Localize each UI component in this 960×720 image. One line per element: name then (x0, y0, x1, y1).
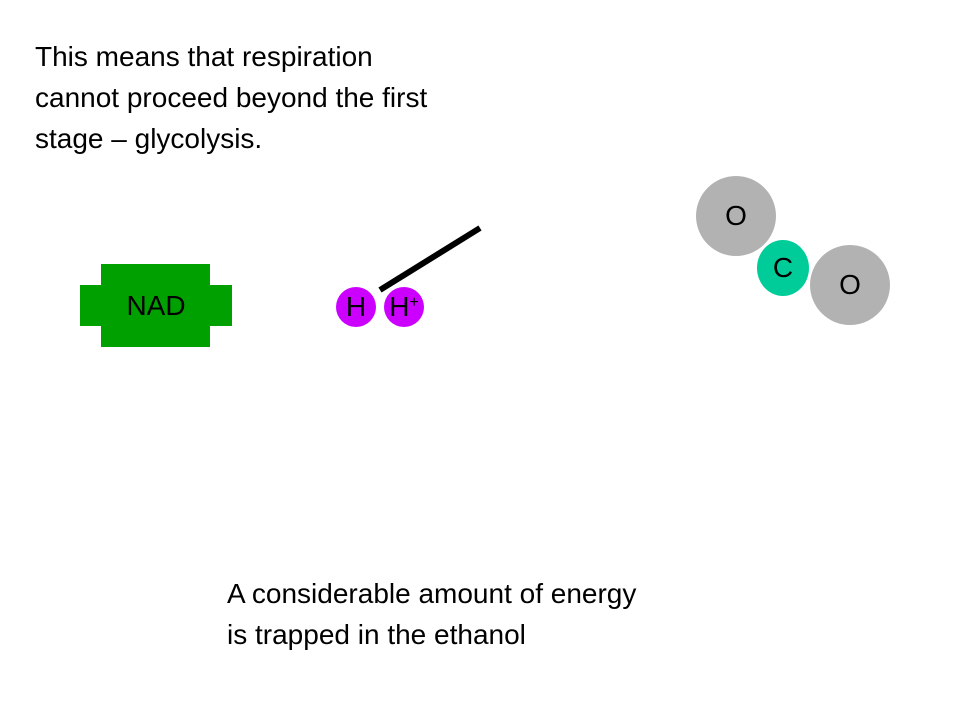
oxygen-atom-1: O (696, 176, 776, 256)
hydrogen-atom-label: H (345, 291, 367, 322)
energy-text: A considerable amount of energy is trappe… (227, 573, 636, 655)
oxygen-atom-2-label: O (839, 269, 861, 300)
bond-line (378, 225, 482, 293)
carbon-atom-label: C (772, 252, 794, 283)
energy-text-line-1: A considerable amount of energy (227, 578, 637, 609)
oxygen-atom-1-label: O (725, 200, 747, 231)
nad-shape-horizontal (80, 285, 232, 326)
intro-text-line-3: stage – glycolysis. (35, 123, 263, 154)
hydrogen-ion-label: H (389, 291, 410, 322)
intro-text-line-1: This means that respiration (35, 41, 373, 72)
intro-text-line-2: cannot proceed beyond the first (35, 82, 428, 113)
energy-text-line-2: is trapped in the ethanol (227, 619, 526, 650)
nad-molecule: NAD (80, 264, 232, 347)
hydrogen-ion: H+ (384, 287, 424, 327)
oxygen-atom-2: O (810, 245, 890, 325)
hydrogen-atom: H (336, 287, 376, 327)
carbon-atom: C (757, 240, 809, 296)
intro-text: This means that respiration cannot procee… (35, 36, 427, 159)
nad-label: NAD (126, 290, 186, 321)
